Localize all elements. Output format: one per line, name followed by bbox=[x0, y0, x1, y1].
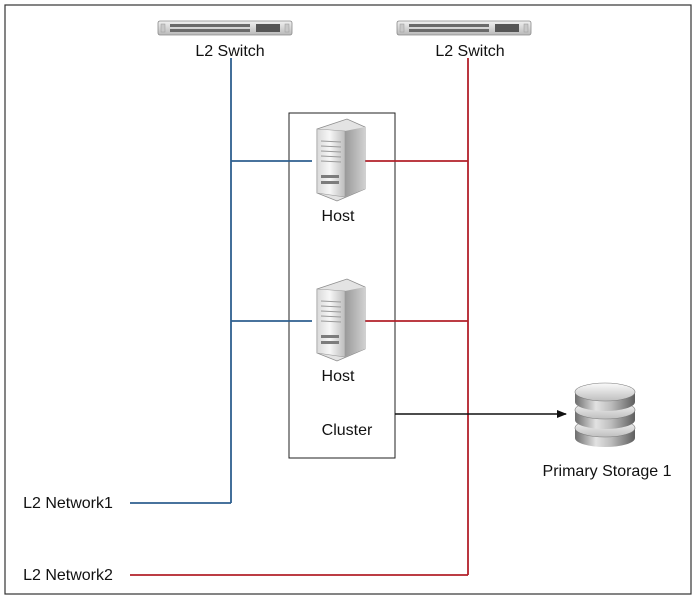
network1-links bbox=[130, 58, 312, 504]
network2-label: L2 Network2 bbox=[23, 567, 113, 584]
switch-left-icon bbox=[157, 20, 293, 36]
switch-right-icon bbox=[396, 20, 532, 36]
switch-right-label: L2 Switch bbox=[435, 43, 504, 60]
diagram-border bbox=[4, 4, 692, 595]
primary-storage-label: Primary Storage 1 bbox=[543, 463, 672, 480]
network2-links bbox=[130, 58, 469, 576]
switch-left-label: L2 Switch bbox=[195, 43, 264, 60]
cluster-box bbox=[288, 112, 396, 459]
network1-label: L2 Network1 bbox=[23, 495, 113, 512]
host-bottom-server-icon bbox=[316, 278, 366, 362]
host-bottom-label: Host bbox=[322, 368, 355, 385]
cluster-label: Cluster bbox=[322, 422, 373, 439]
host-top-label: Host bbox=[322, 208, 355, 225]
host-top-server-icon bbox=[316, 118, 366, 202]
primary-storage-icon bbox=[574, 382, 636, 447]
